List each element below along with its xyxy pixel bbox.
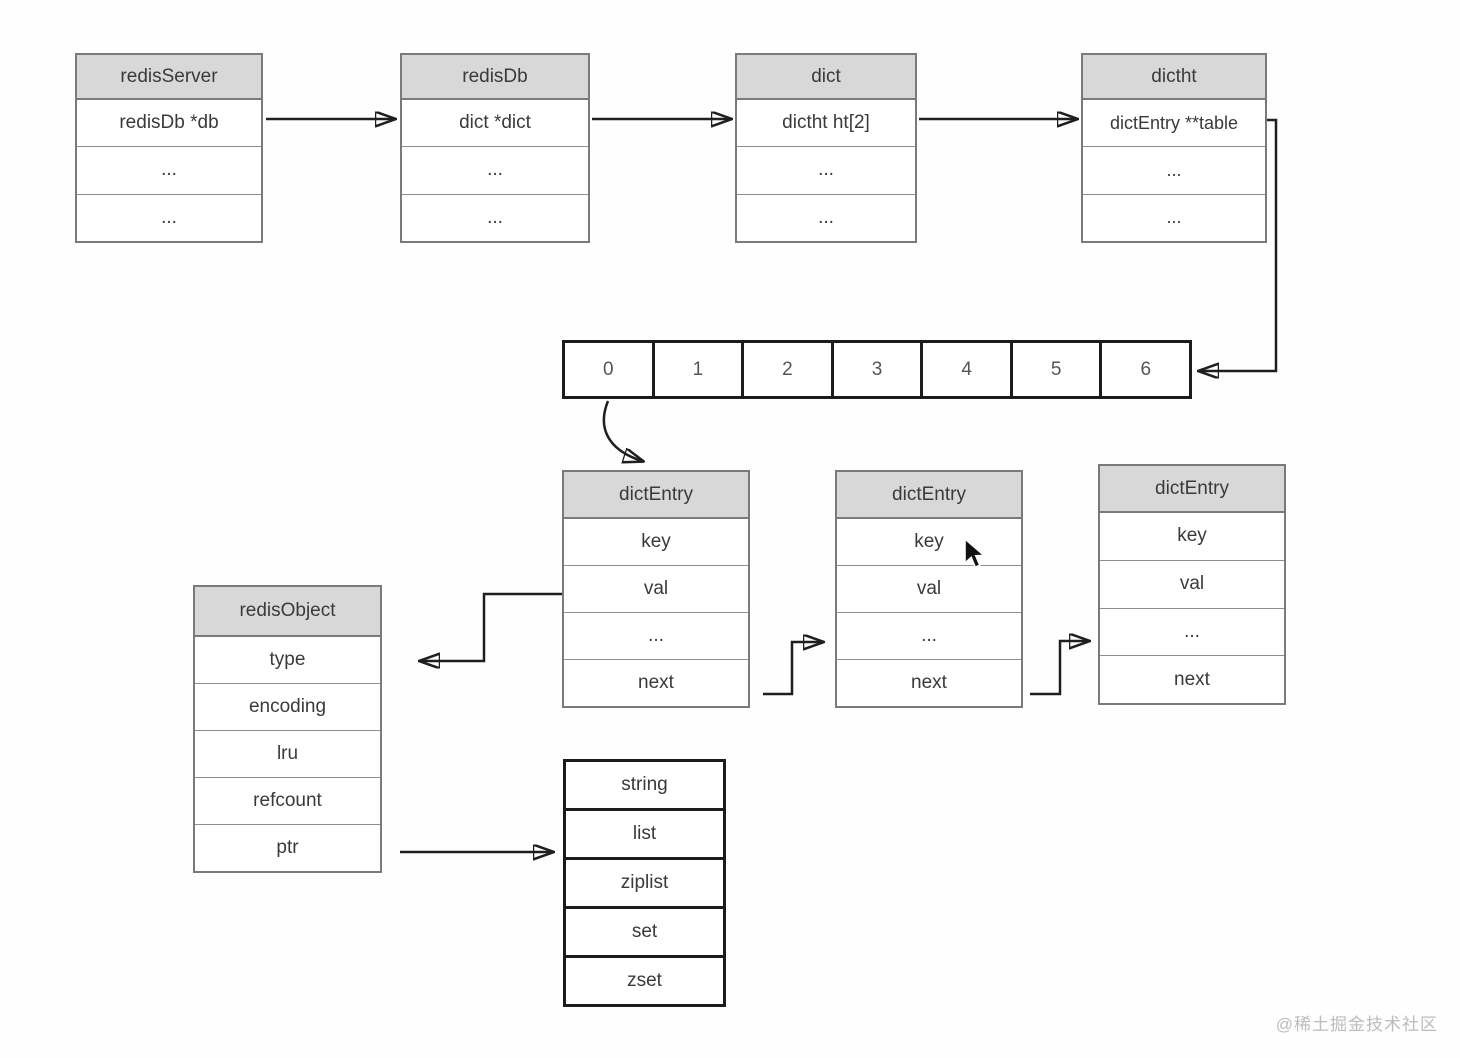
arrow-next-to-dictentry2 bbox=[763, 642, 822, 696]
value-type-table: string list ziplist set zset bbox=[563, 759, 726, 1007]
redisdb-title: redisDb bbox=[402, 55, 588, 100]
dictentry-title: dictEntry bbox=[564, 472, 748, 519]
struct-row: ... bbox=[402, 193, 588, 241]
struct-row: key bbox=[564, 519, 748, 565]
bucket-cell: 0 bbox=[603, 358, 614, 380]
struct-row: ... bbox=[1100, 607, 1284, 656]
dictentry-box-1: dictEntry key val ... next bbox=[562, 470, 750, 708]
struct-row: next bbox=[1100, 655, 1284, 703]
redisdb-box: redisDb dict *dict ... ... bbox=[400, 53, 590, 243]
struct-row: val bbox=[564, 565, 748, 612]
struct-row: ... bbox=[737, 193, 915, 241]
dict-title: dict bbox=[737, 55, 915, 100]
dict-box: dict dictht ht[2] ... ... bbox=[735, 53, 917, 243]
redisobject-title: redisObject bbox=[195, 587, 380, 637]
type-row: zset bbox=[566, 955, 723, 1004]
struct-row: lru bbox=[195, 730, 380, 777]
struct-row: refcount bbox=[195, 777, 380, 824]
struct-row: ... bbox=[1083, 146, 1265, 194]
redisserver-box: redisServer redisDb *db ... ... bbox=[75, 53, 263, 243]
struct-row: encoding bbox=[195, 683, 380, 730]
redisobject-box: redisObject type encoding lru refcount p… bbox=[193, 585, 382, 873]
struct-row: dictht ht[2] bbox=[737, 100, 915, 147]
hash-bucket-array: 0 1 2 3 4 5 6 bbox=[562, 340, 1192, 399]
struct-row: next bbox=[837, 659, 1021, 706]
dictht-title: dictht bbox=[1083, 55, 1265, 100]
struct-row: next bbox=[564, 659, 748, 706]
struct-row: redisDb *db bbox=[77, 100, 261, 147]
bucket-cell: 3 bbox=[830, 343, 921, 396]
struct-row: ... bbox=[837, 612, 1021, 659]
struct-row: type bbox=[195, 637, 380, 683]
struct-row: key bbox=[1100, 513, 1284, 560]
struct-row: key bbox=[837, 519, 1021, 565]
arrow-next-to-dictentry3 bbox=[1030, 641, 1088, 696]
struct-row: ... bbox=[1083, 193, 1265, 241]
struct-row: ... bbox=[564, 612, 748, 659]
dictentry-title: dictEntry bbox=[837, 472, 1021, 519]
struct-row: ... bbox=[77, 193, 261, 241]
struct-row: dictEntry **table bbox=[1083, 100, 1265, 147]
watermark: @稀土掘金技术社区 bbox=[1275, 1015, 1438, 1034]
dictentry-box-2: dictEntry key val ... next bbox=[835, 470, 1023, 708]
type-row: set bbox=[566, 906, 723, 955]
type-row: string bbox=[621, 774, 668, 795]
bucket-cell: 5 bbox=[1009, 343, 1100, 396]
struct-row: ... bbox=[402, 146, 588, 194]
dictentry-title: dictEntry bbox=[1100, 466, 1284, 513]
struct-row: val bbox=[1100, 559, 1284, 608]
bucket-cell: 1 bbox=[651, 343, 742, 396]
redisserver-title: redisServer bbox=[77, 55, 261, 100]
struct-row: ... bbox=[77, 146, 261, 194]
dictentry-box-3: dictEntry key val ... next bbox=[1098, 464, 1286, 705]
struct-row: dict *dict bbox=[402, 100, 588, 147]
arrow-val-to-redisobject bbox=[421, 592, 562, 661]
struct-row: val bbox=[837, 565, 1021, 612]
bucket-cell: 2 bbox=[741, 343, 831, 396]
struct-row: ptr bbox=[195, 824, 380, 871]
type-row: ziplist bbox=[566, 857, 723, 906]
type-row: list bbox=[566, 808, 723, 857]
dictht-box: dictht dictEntry **table ... ... bbox=[1081, 53, 1267, 243]
bucket-cell: 4 bbox=[920, 343, 1010, 396]
bucket-cell: 6 bbox=[1099, 343, 1189, 396]
struct-row: ... bbox=[737, 146, 915, 194]
arrow-bucket0-to-dictentry bbox=[602, 400, 642, 461]
